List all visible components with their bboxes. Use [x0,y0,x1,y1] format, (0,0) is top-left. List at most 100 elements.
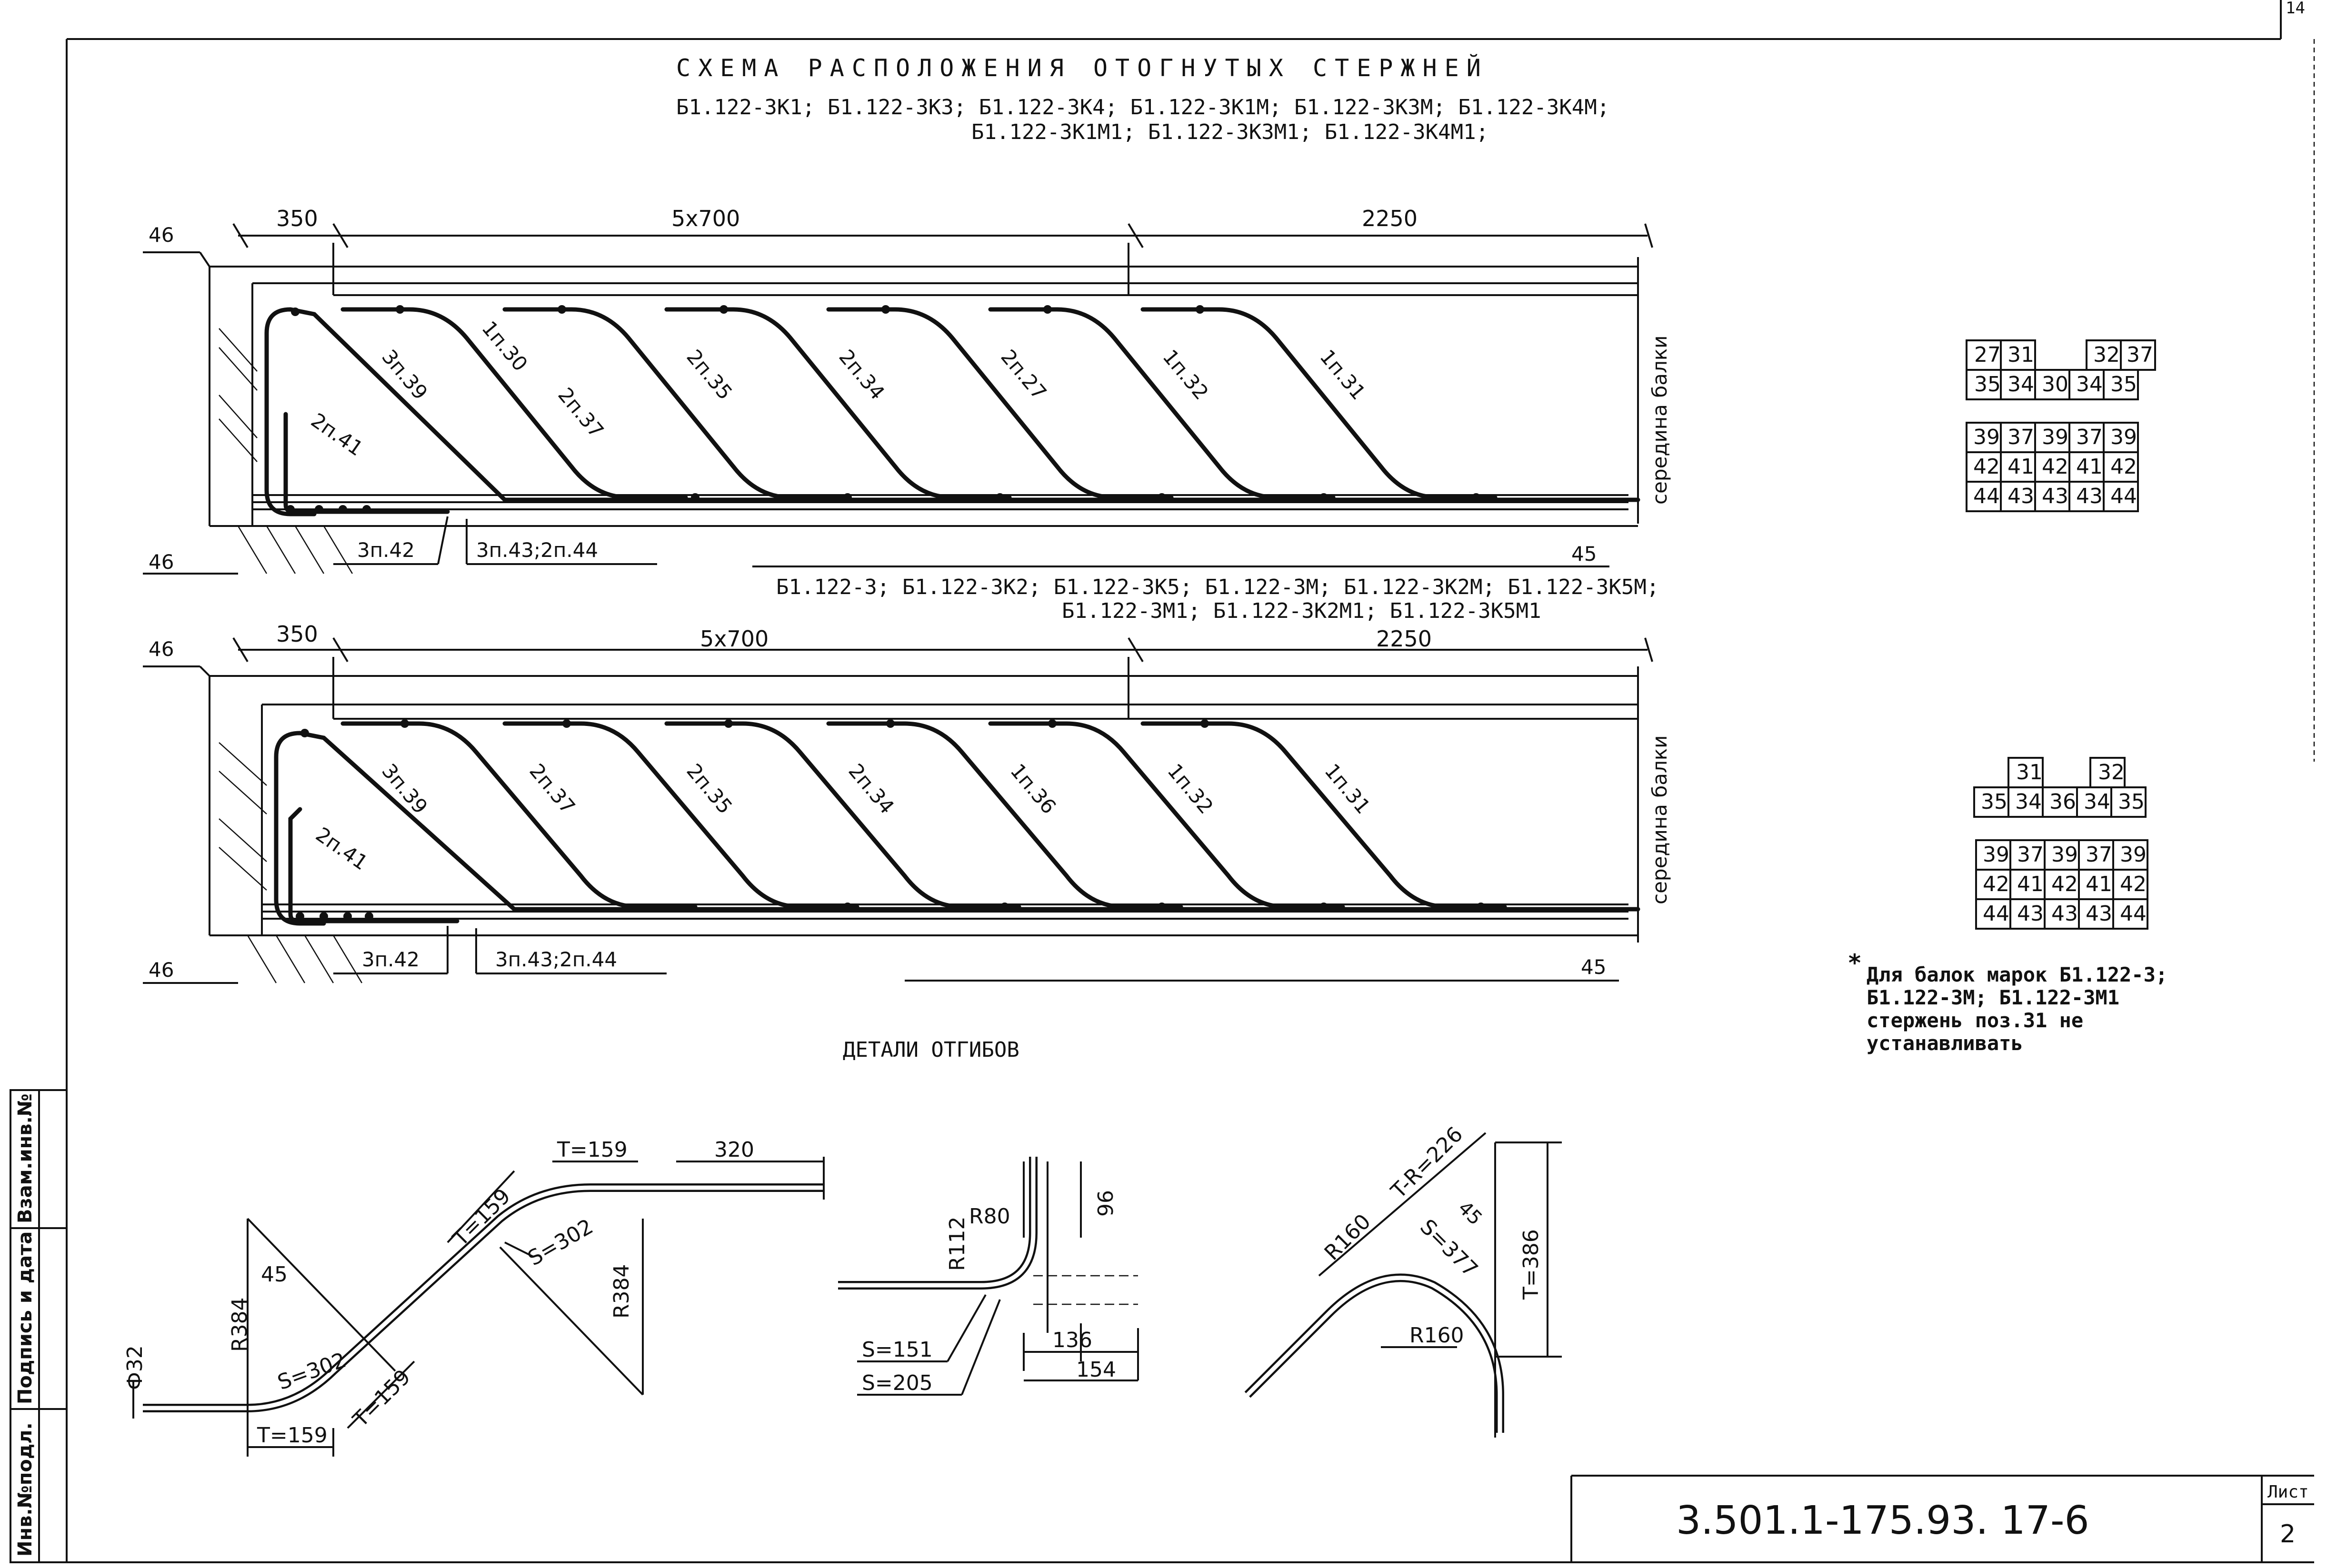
note-line-3: стержень поз.31 не [1867,1009,2083,1032]
tb-g-r2-c3: 42 [2051,872,2078,896]
tt-g-r1-c2: 37 [2007,425,2034,449]
tt-g-r1-c3: 39 [2042,425,2068,449]
d1-phi: Ф32 [123,1345,147,1390]
tb-g-r3-c5: 44 [2120,902,2147,926]
d1-t-bottom: T=159 [257,1423,328,1448]
top-pos-45: 45 [1571,542,1597,566]
top-bar-label-6: 2п.27 [996,345,1051,404]
d3-r160b: R160 [1409,1323,1464,1348]
bottom-marks-line2: Б1.122-3М1; Б1.122-3К2М1; Б1.122-3К5М1 [1062,599,1541,623]
detail-1: Ф32 R384 45 S=302 T=159 T=159 T=159 T=15… [123,1138,825,1457]
tb-g-r2-c2: 41 [2017,872,2044,896]
tb-g-r1-c5: 39 [2120,843,2147,867]
tb-r1-c2: 31 [2016,760,2043,784]
tt-g-r3-c4: 43 [2076,484,2103,508]
bottom-pos-45: 45 [1581,955,1606,979]
top-marks-line1: Б1.122-3К1; Б1.122-3К3; Б1.122-3К4; Б1.1… [676,95,1609,119]
top-bar-label-2: 1п.30 [477,317,532,376]
tb-r2-c4: 34 [2084,790,2110,814]
sheet-title: СХЕМА РАСПОЛОЖЕНИЯ ОТОГНУТЫХ СТЕРЖНЕЙ [676,54,1488,82]
d1-t-slant1: T=159 [348,1365,415,1432]
note-line-1: Для балок марок Б1.122-3; [1867,963,2167,986]
d2-s205: S=205 [862,1371,933,1395]
tt-g-r2-c1: 42 [1973,455,2000,479]
details-title: ДЕТАЛИ ОТГИБОВ [843,1038,1019,1062]
tb-g-r2-c1: 42 [1983,872,2009,896]
top-bar-label-7: 1п.32 [1158,345,1213,404]
top-dim-2250: 2250 [1362,206,1418,231]
tb-g-r1-c4: 37 [2086,843,2112,867]
d1-r-right: R384 [609,1264,634,1319]
tt-g-r3-c1: 44 [1973,484,2000,508]
scheme-bottom: 350 5х700 2250 46 46 45 середина балки [143,621,1671,984]
note: * Для балок марок Б1.122-3; Б1.122-3М; Б… [1848,949,2167,1055]
d3-t386: T=386 [1519,1229,1543,1300]
note-line-4: устанавливать [1867,1032,2023,1055]
bottom-pos-46-a: 46 [149,637,174,661]
bottom-dim-5x700: 5х700 [700,626,769,652]
title-block: 3.501.1-175.93. 17-6 Лист 2 [1570,1475,2314,1562]
tb-g-r3-c4: 43 [2086,902,2112,926]
top-callout-a: 3п.42 [357,538,415,562]
bottom-bar-2p41: 2п.41 [311,823,372,875]
note-star: * [1848,949,1862,977]
top-bar-label-5: 2п.34 [834,345,889,404]
top-bar-label-3: 2п.37 [553,383,608,442]
tt-r2-c4: 34 [2076,372,2103,397]
tb-g-r3-c2: 43 [2017,902,2044,926]
bottom-bar-label-4: 2п.34 [844,759,899,818]
top-bar-label-4: 2п.35 [682,345,737,404]
tb-g-r2-c5: 42 [2120,872,2147,896]
tt-g-r2-c2: 41 [2007,455,2034,479]
bottom-dim-350: 350 [276,621,318,647]
d2-dim-154: 154 [1076,1358,1116,1382]
tt-g-r1-c1: 39 [1973,425,2000,449]
d1-t-top: T=159 [557,1138,628,1162]
corner-number: 14 [2286,0,2305,18]
top-callout-b: 3п.43;2п.44 [476,538,598,562]
scheme-top: 350 5х700 2250 46 46 45 середина балки [143,206,1671,575]
sheet-number: 2 [2280,1520,2296,1548]
tb-r2-c3: 36 [2049,790,2076,814]
top-bar-dots [286,305,1480,514]
table-top: 27 31 32 37 35 34 30 34 35 39 37 39 37 3… [1966,339,2156,512]
d3-angle: 45 [1454,1197,1487,1230]
tt-g-r2-c3: 42 [2042,455,2068,479]
table-bottom: 31 32 35 34 36 34 35 39 37 39 37 39 42 4… [1973,757,2148,930]
stamp-inv: Инв.№подл. [14,1422,36,1557]
tt-g-r1-c5: 39 [2110,425,2137,449]
tb-g-r1-c2: 37 [2017,843,2044,867]
tb-g-r3-c1: 44 [1983,902,2009,926]
bottom-callout-a: 3п.42 [362,948,419,971]
tb-g-r1-c3: 39 [2051,843,2078,867]
bottom-bar-label-7: 1п.31 [1320,759,1375,818]
tb-g-r3-c3: 43 [2051,902,2078,926]
bottom-bar-label-2: 2п.37 [525,759,579,818]
d3-tr: T-R=226 [1386,1122,1468,1203]
tt-g-r2-c5: 42 [2110,455,2137,479]
top-pos-46-b: 46 [149,550,174,574]
tt-r2-c3: 30 [2042,372,2068,397]
note-line-2: Б1.122-3М; Б1.122-3М1 [1867,986,2119,1009]
tt-r1-c1: 27 [1974,343,2001,367]
detail-2: R80 R112 96 S=151 S=205 136 154 [838,1157,1139,1396]
bottom-pos-46-b: 46 [149,958,174,982]
stamp-sign: Подпись и дата [14,1231,36,1404]
tt-r2-c5: 35 [2110,372,2137,397]
tb-g-r2-c4: 41 [2086,872,2112,896]
d3-r160a: R160 [1320,1210,1376,1265]
top-dim-350: 350 [276,206,318,231]
tb-r2-c1: 35 [1981,790,2007,814]
tt-r2-c2: 34 [2007,372,2034,397]
tt-g-r3-c2: 43 [2007,484,2034,508]
d1-r-left: R384 [228,1297,252,1352]
top-pos-46-a: 46 [149,223,174,247]
tt-r1-c4: 32 [2093,343,2120,367]
top-bar-label-1: 3п.39 [377,345,432,404]
bottom-callout-b: 3п.43;2п.44 [495,948,617,971]
bottom-marks-line1: Б1.122-3; Б1.122-3К2; Б1.122-3К5; Б1.122… [776,575,1659,599]
d2-r80: R80 [969,1204,1010,1229]
doc-code: 3.501.1-175.93. 17-6 [1676,1498,2089,1543]
d2-dim-136: 136 [1052,1328,1092,1352]
